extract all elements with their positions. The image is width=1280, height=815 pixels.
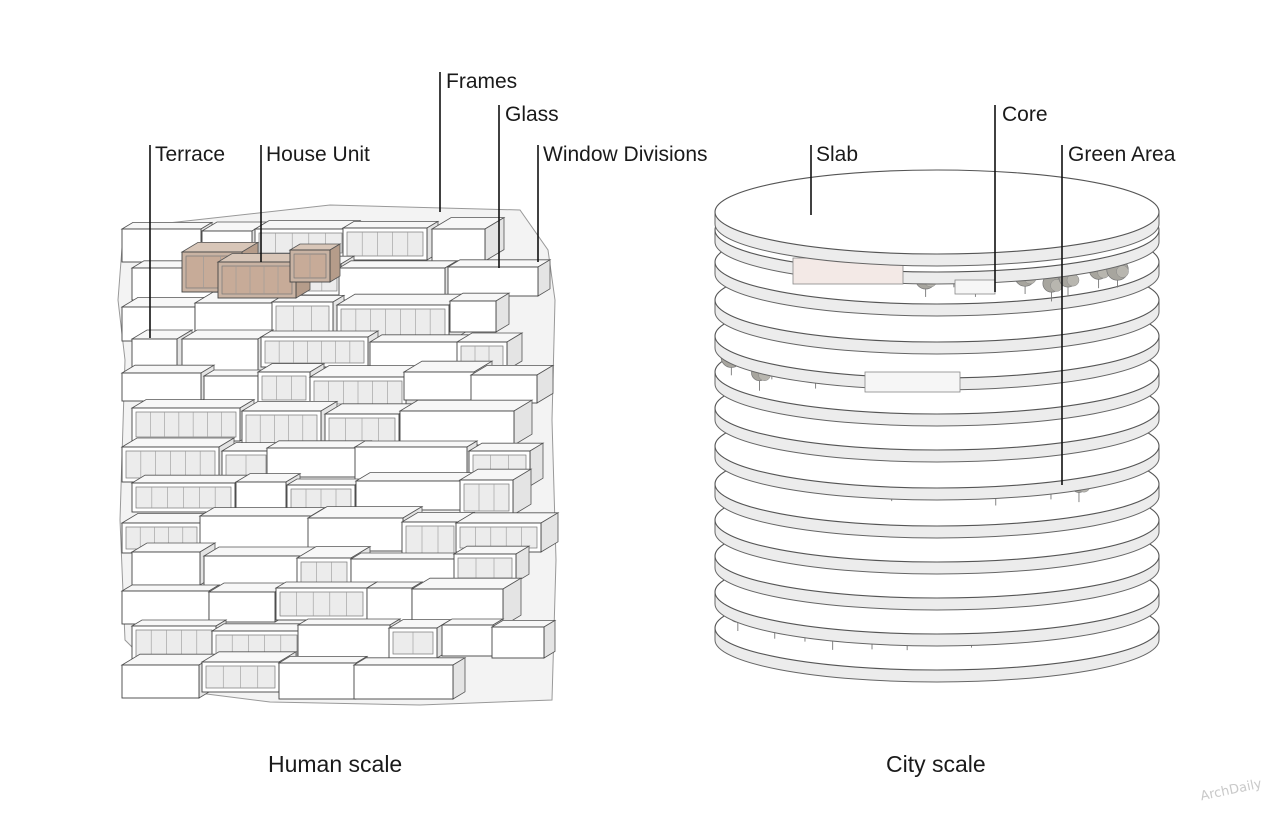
module-box — [274, 581, 379, 621]
label-terrace: Terrace — [155, 143, 226, 166]
module-box — [198, 506, 327, 553]
core-block — [954, 279, 996, 295]
module-box — [130, 542, 217, 586]
label-core: Core — [1002, 103, 1048, 126]
leader-lines — [149, 72, 1063, 485]
module-box — [430, 216, 506, 262]
core-block — [864, 371, 961, 393]
house-unit-box — [288, 243, 342, 283]
module-box — [120, 364, 216, 402]
module-box — [207, 582, 292, 623]
module-box — [448, 292, 511, 333]
caption-human-scale: Human scale — [268, 751, 403, 777]
module-box — [341, 220, 440, 261]
module-box — [469, 364, 555, 404]
slab — [714, 169, 1160, 267]
caption-city-scale: City scale — [886, 751, 986, 777]
module-box — [120, 584, 221, 625]
module-box — [398, 399, 534, 446]
module-box — [296, 618, 402, 661]
modular-tower-drawing — [117, 204, 560, 706]
module-box — [259, 330, 380, 368]
cylinder-tower-drawing — [714, 169, 1160, 683]
module-box — [352, 657, 467, 700]
module-box — [452, 545, 531, 583]
label-green-area: Green Area — [1068, 143, 1176, 166]
module-box — [200, 651, 298, 693]
module-box — [130, 474, 250, 513]
label-frames: Frames — [446, 70, 518, 93]
module-box — [490, 619, 557, 659]
module-box — [277, 655, 369, 700]
label-window-divisions: Window Divisions — [543, 143, 708, 166]
label-glass: Glass — [505, 103, 559, 126]
module-box — [130, 398, 256, 442]
label-slab: Slab — [816, 143, 859, 166]
label-house-unit: House Unit — [266, 143, 370, 166]
module-box — [458, 468, 533, 516]
